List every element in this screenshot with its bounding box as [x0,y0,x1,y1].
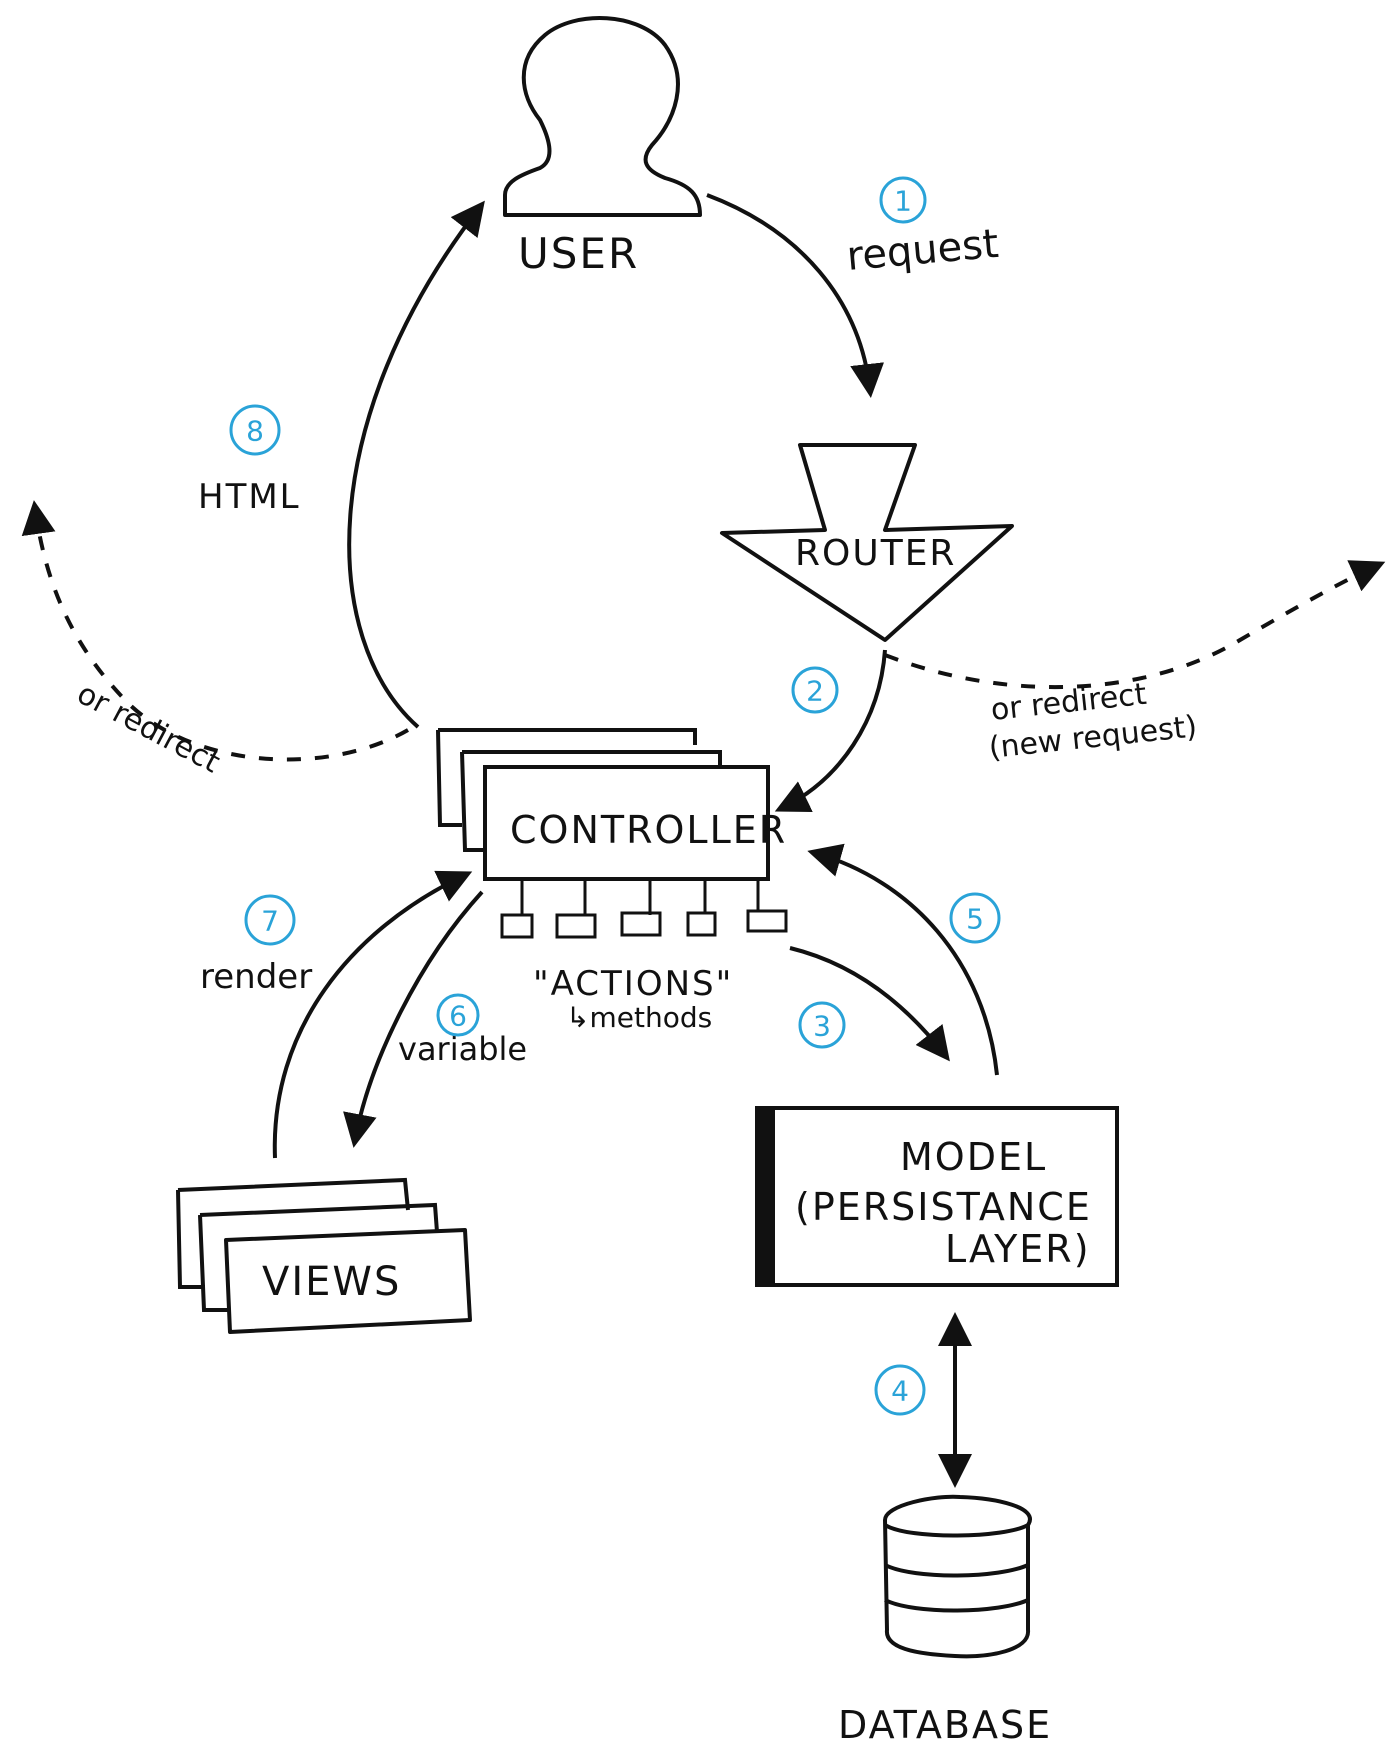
variable-label: variable [398,1030,527,1068]
edge-actions-model [789,946,950,1062]
step-marker-6: 6 [436,993,480,1037]
controller-node: CONTROLLER "ACTIONS" ↳methods [436,728,788,1034]
views-box [224,1228,472,1334]
model-label-line2: (PERSISTANCE [795,1185,1092,1229]
step-marker-3: 3 [798,1001,846,1049]
views-stack-middle [198,1214,228,1312]
user-label: USER [518,229,639,278]
svg-text:3: 3 [813,1010,831,1043]
svg-text:8: 8 [246,415,264,448]
edge-request [706,193,885,398]
actions-sublabel: ↳methods [566,1001,712,1034]
edge-render [272,870,473,1159]
controller-stack-back [436,729,462,827]
user-node: USER [503,16,702,278]
controller-box [483,765,770,881]
views-stack-back [176,1189,205,1289]
router-funnel-icon [720,443,1014,642]
step-marker-2: 2 [791,666,839,714]
user-icon [503,16,702,217]
step-marker-8: 8 [229,404,281,456]
router-label: ROUTER [795,533,956,574]
render-label: render [200,957,312,997]
model-node: MODEL (PERSISTANCE LAYER) [755,1106,1119,1287]
svg-text:2: 2 [806,675,824,708]
step-marker-4: 4 [874,1364,926,1416]
database-cylinder-icon [883,1494,1032,1659]
controller-stack-middle [460,751,487,852]
step-marker-1: 1 [879,176,927,224]
edge-redirect-right [884,560,1386,690]
controller-label: CONTROLLER [510,808,787,852]
svg-text:1: 1 [894,185,912,218]
database-label: DATABASE [838,1703,1052,1747]
edge-html [347,200,485,729]
actions-label: "ACTIONS" [533,964,733,1004]
edge-router-controller [774,649,887,812]
svg-text:7: 7 [261,905,279,938]
model-box-thick-edge [757,1108,775,1285]
redirect-left-label: or redirect [71,676,225,780]
router-node: ROUTER [720,443,1014,642]
edge-model-controller [807,843,999,1076]
views-label: VIEWS [262,1259,401,1305]
svg-text:4: 4 [891,1375,909,1408]
action-method-boxes [500,879,788,939]
step-marker-5: 5 [949,892,1001,944]
request-label: request [845,221,1000,280]
edge-redirect-left [21,500,409,762]
model-label-line1: MODEL [900,1135,1047,1179]
svg-text:5: 5 [966,903,984,936]
views-node: VIEWS [176,1177,472,1334]
edge-variable [343,890,484,1148]
html-label: HTML [198,477,301,517]
model-label-line3: LAYER) [945,1227,1091,1271]
database-node: DATABASE [838,1494,1052,1747]
svg-text:6: 6 [449,1000,467,1033]
step-marker-7: 7 [244,894,296,946]
